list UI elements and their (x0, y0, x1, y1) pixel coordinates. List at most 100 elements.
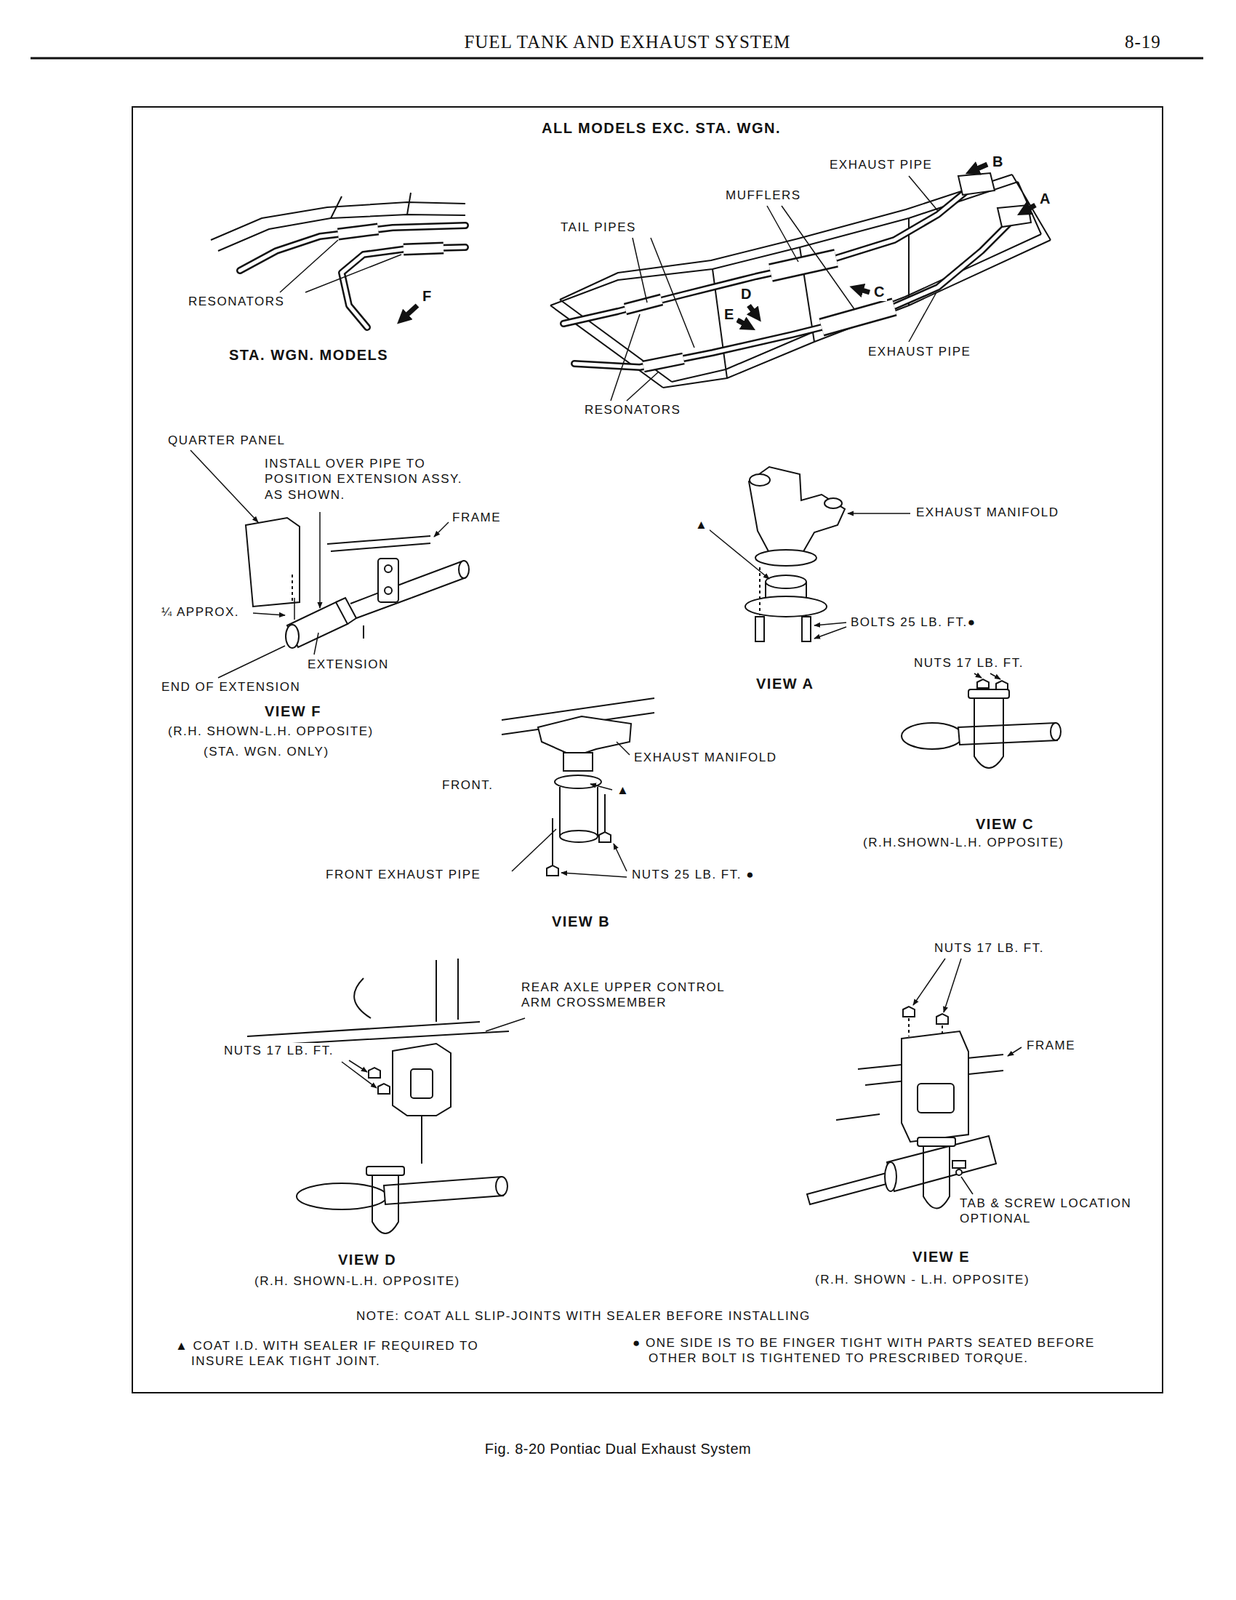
wagon-pipes (341, 247, 466, 328)
part-label: FRAME (450, 509, 503, 525)
view-f-drawing (384, 564, 392, 573)
view-e-drawing (884, 1161, 897, 1191)
view-c-drawing (901, 679, 1061, 768)
dimension-label: ¼ APPROX. (159, 604, 241, 620)
view-e-drawing (923, 1141, 950, 1209)
view-c-drawing (958, 722, 1058, 745)
leader-lines (990, 673, 1001, 680)
leader-lines (341, 1061, 377, 1088)
leader-lines (908, 292, 937, 342)
view-d-drawing (247, 958, 509, 1234)
wagon-pipes (403, 247, 444, 250)
callout-letter: B (990, 152, 1006, 171)
view-note: (R.H. SHOWN-L.H. OPPOSITE) (253, 1273, 462, 1289)
leader-lines (190, 450, 259, 523)
view-b-drawing (551, 817, 554, 866)
view-a-drawing (748, 466, 845, 553)
page-frame (30, 58, 1204, 1393)
part-label: END OF EXTENSION (159, 679, 302, 695)
view-d-drawing (392, 1043, 451, 1116)
view-d-drawing (495, 1176, 508, 1196)
view-f-drawing (285, 624, 299, 648)
view-a-drawing (749, 474, 770, 486)
mufflers (770, 258, 895, 328)
view-f-drawing (330, 543, 431, 552)
view-e-drawing (956, 1169, 962, 1175)
leader-lines (626, 372, 658, 401)
view-d-drawing (436, 958, 459, 1022)
torque-spec: NUTS 17 LB. FT. (912, 655, 1026, 671)
view-a-drawing (745, 596, 827, 617)
part-label: EXTENSION (306, 656, 391, 672)
exhaust-pipes (563, 181, 978, 324)
view-e-drawing (917, 1137, 956, 1146)
part-label: RESONATORS (583, 402, 682, 418)
page-header: FUEL TANK AND EXHAUST SYSTEM (462, 30, 792, 54)
view-e-drawing (903, 1006, 915, 1017)
view-f-drawing (327, 535, 431, 544)
leader-lines (590, 783, 613, 790)
part-label: TAIL PIPES (559, 219, 638, 235)
leader-lines (348, 1060, 368, 1072)
view-f-drawing (407, 561, 467, 598)
part-label: FRONT EXHAUST PIPE (324, 866, 483, 882)
leader-lines (974, 673, 1001, 680)
leader-lines (847, 512, 911, 515)
view-d-drawing (366, 1166, 405, 1175)
note-text: NOTE: COAT ALL SLIP-JOINTS WITH SEALER B… (354, 1307, 813, 1324)
leader-lines (961, 1176, 973, 1194)
view-title: VIEW C (974, 815, 1036, 834)
wagon-pipes (239, 225, 466, 271)
resonators (625, 299, 662, 309)
view-e-drawing (936, 1013, 949, 1024)
view-f-drawing (458, 560, 469, 579)
page-number: 8-19 (1123, 30, 1163, 54)
view-note: (R.H.SHOWN-L.H. OPPOSITE) (861, 834, 1066, 850)
resonators (643, 358, 684, 367)
leader-lines (943, 958, 962, 1013)
leader-lines (485, 1017, 525, 1031)
callout-letter: C (872, 282, 888, 302)
view-e-drawing (908, 1017, 910, 1037)
view-e-drawing (807, 1170, 898, 1205)
view-b-drawing (563, 752, 593, 771)
leader-lines (314, 632, 319, 655)
wagon-pipes (239, 225, 466, 328)
view-title: VIEW D (336, 1250, 398, 1269)
view-d-drawing (410, 1068, 433, 1098)
wagon-pipes (338, 229, 379, 235)
sealer-symbol: ▲ (615, 782, 632, 798)
view-f-drawing (378, 558, 399, 603)
part-label: EXHAUST PIPE (828, 157, 934, 173)
leader-lines (708, 529, 770, 579)
leader-lines (974, 673, 982, 678)
part-label: REAR AXLE UPPER CONTROL ARM CROSSMEMBER (519, 979, 756, 1011)
view-b-drawing (554, 775, 602, 789)
page-frame (30, 57, 1204, 60)
sealer-symbol: ▲ (693, 516, 710, 533)
direction-label: FRONT. (440, 777, 495, 793)
part-label: QUARTER PANEL (166, 432, 288, 448)
view-e-drawing (901, 1030, 969, 1142)
leader-lines (218, 645, 286, 678)
view-a-drawing (805, 614, 808, 616)
part-label: FRAME (1025, 1037, 1077, 1053)
page-frame (132, 106, 1163, 1393)
part-label: EXHAUST MANIFOLD (914, 504, 1061, 520)
mufflers (770, 258, 837, 273)
view-a-drawing (824, 498, 842, 509)
leader-lines (632, 237, 648, 303)
view-b-drawing (538, 716, 632, 757)
note-text: ● ONE SIDE IS TO BE FINGER TIGHT WITH PA… (632, 1334, 1109, 1367)
leader-lines (908, 175, 938, 211)
view-title: STA. WGN. MODELS (227, 346, 390, 365)
exhaust-pipes (574, 218, 1015, 368)
wagon-frame (330, 192, 411, 219)
view-b-drawing (501, 697, 655, 876)
view-d-drawing (354, 977, 371, 1018)
view-note: (R.H. SHOWN-L.H. OPPOSITE) (166, 723, 376, 739)
view-arrows (1022, 205, 1036, 213)
leader-lines (434, 522, 449, 537)
view-f-drawing (245, 517, 469, 648)
leader-lines (610, 314, 640, 401)
